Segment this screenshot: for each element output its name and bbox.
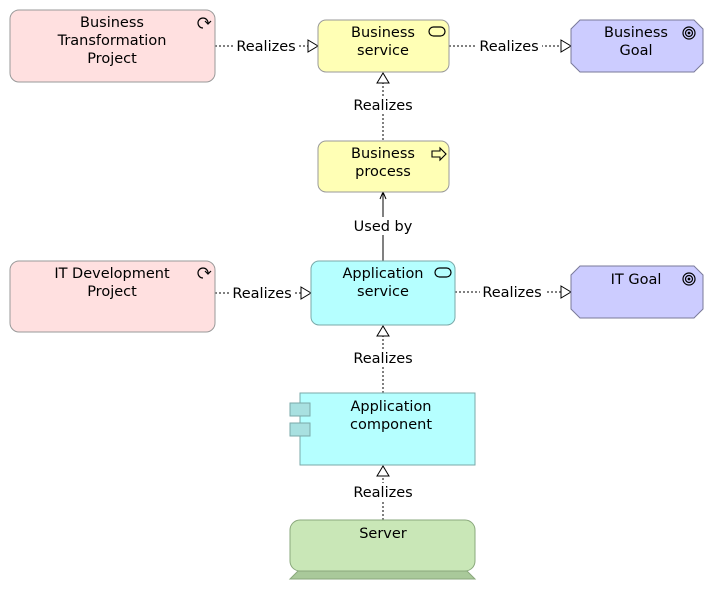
node-label-line: service [357,43,409,59]
edge-btp-realizes-business-service[interactable]: Realizes [215,37,319,55]
node-label-line: Business [604,25,668,41]
node-label-line: Server [359,526,407,542]
node-label-line: process [355,164,411,180]
goal-target-icon [682,272,696,286]
realization-arrowhead [307,39,319,53]
edge-label: Realizes [353,98,412,114]
node-label-line: Application [350,399,431,415]
edge-label: Realizes [353,485,412,501]
node-label-line: Business [351,25,415,41]
node-business-transformation-project[interactable]: Business Transformation Project [9,9,216,83]
edge-label: Realizes [482,285,541,301]
node-label-line: Business [80,15,144,31]
realization-arrowhead [376,325,390,337]
edge-business-service-realizes-business-goal[interactable]: Realizes [449,37,572,55]
node-label-line: IT Goal [611,272,662,288]
node-label-line: Transformation [57,33,167,49]
work-package-icon [197,17,212,29]
realization-arrowhead [376,465,390,477]
node-label-line: Goal [619,43,652,59]
node-business-service[interactable]: Business service [317,19,450,73]
node-label-line: Application [342,266,423,282]
node-it-development-project[interactable]: IT Development Project [9,260,216,333]
node-application-service[interactable]: Application service [310,260,456,326]
edge-application-service-used-by-business-process[interactable]: Used by [348,190,418,261]
edge-label: Realizes [479,39,538,55]
node-label-line: component [350,417,432,433]
edge-server-realizes-application-component[interactable]: Realizes [350,465,416,520]
realization-arrowhead [300,286,312,300]
realization-arrowhead [376,72,390,84]
service-icon [428,26,446,37]
node-label-line: Business [351,146,415,162]
realization-arrowhead [560,285,572,299]
node-label-line: Project [87,51,137,67]
edge-application-component-realizes-application-service[interactable]: Realizes [350,325,416,393]
node-it-goal[interactable]: IT Goal [570,265,704,319]
work-package-icon [197,267,212,279]
realization-arrowhead [560,39,572,53]
node-icon [288,570,477,580]
node-label-line: service [357,284,409,300]
node-business-process[interactable]: Business process [317,140,450,193]
edge-it-development-project-realizes-application-service[interactable]: Realizes [215,284,312,302]
edge-business-process-realizes-business-service[interactable]: Realizes [350,72,416,140]
node-label-line: Project [87,284,137,300]
node-business-goal[interactable]: Business Goal [570,19,704,73]
edge-label: Realizes [236,39,295,55]
component-icon [289,402,311,437]
service-icon [434,267,452,278]
edge-label: Realizes [232,286,291,302]
node-application-component[interactable]: Application component [289,392,476,466]
goal-target-icon [682,26,696,40]
edge-label: Used by [354,219,413,235]
process-arrow-icon [431,146,447,162]
edge-application-service-realizes-it-goal[interactable]: Realizes [455,283,572,301]
node-label-line: IT Development [54,266,170,282]
edge-label: Realizes [353,351,412,367]
node-server[interactable]: Server [288,519,477,580]
